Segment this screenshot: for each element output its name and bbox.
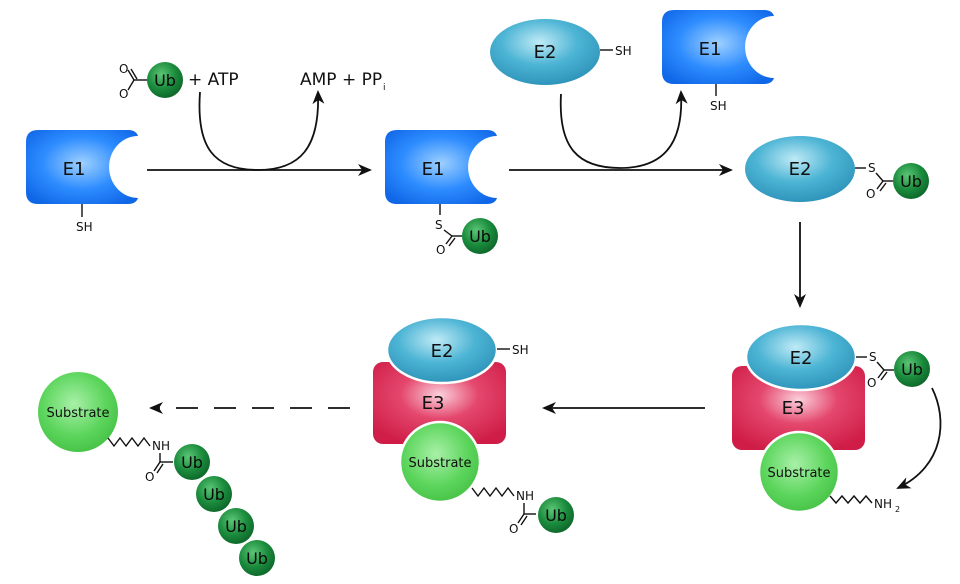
substrate-label: Substrate — [767, 466, 830, 481]
e1-label: E1 — [63, 159, 86, 180]
e3-label: E3 — [782, 398, 805, 419]
ubiquitin — [462, 218, 498, 254]
oxygen-label: O — [119, 87, 128, 101]
oxygen-label: O — [436, 243, 445, 257]
substrate-label: Substrate — [46, 406, 109, 421]
ub-label: Ub — [203, 485, 225, 504]
amp-ppi-label: AMP + PP i — [300, 70, 386, 93]
e1-ub-thioester: E1 S O Ub — [385, 130, 498, 257]
thiol-label: SH — [615, 44, 632, 58]
ubiquitin — [174, 444, 210, 480]
ubiquitin — [538, 497, 574, 533]
e2-enzyme-free: E2 SH — [490, 19, 632, 85]
oxygen-label: O — [866, 187, 875, 201]
e1-enzyme-released: E1 SH — [662, 10, 774, 113]
ubiquitin — [239, 540, 275, 576]
ub-label: Ub — [900, 172, 922, 191]
ub-label: Ub — [181, 453, 203, 472]
sulfur-label: S — [869, 350, 877, 364]
oxygen-label: O — [509, 522, 518, 536]
e1-label: E1 — [422, 159, 445, 180]
e3-ligase — [732, 366, 865, 450]
plus-atp-label: + ATP — [188, 70, 239, 90]
substrate — [398, 420, 482, 504]
e2-label: E2 — [534, 42, 557, 63]
e2-label: E2 — [431, 341, 454, 362]
e2-transfer-arrow — [559, 90, 688, 169]
polyubiquitinated-substrate: Substrate NH O Ub Ub Ub Ub — [38, 372, 275, 576]
oxygen-label: O — [145, 470, 154, 484]
substrate — [757, 430, 841, 514]
e1-enzyme-free: E1 SH — [26, 130, 138, 234]
ub-label: Ub — [225, 517, 247, 536]
ubiquitin — [147, 62, 183, 98]
substrate — [38, 372, 118, 452]
thiol-label: SH — [76, 220, 93, 234]
atp-consumption-arrow — [198, 90, 325, 171]
ubiquitin — [893, 163, 929, 199]
substrate-label: Substrate — [408, 456, 471, 471]
amine-label: NH — [874, 497, 892, 511]
sulfur-label: S — [435, 218, 443, 232]
ub-label: Ub — [246, 549, 268, 568]
ub-carboxylate: O O Ub — [119, 62, 183, 101]
ub-label: Ub — [545, 506, 567, 525]
e2-ub-thioester: E2 S O Ub — [745, 136, 929, 202]
nucleophilic-attack-arrow — [896, 387, 942, 489]
e2-label: E2 — [790, 348, 813, 369]
e3-label: E3 — [422, 393, 445, 414]
oxygen-label: O — [119, 62, 128, 76]
ubiquitin — [894, 351, 930, 387]
svg-text:2: 2 — [895, 505, 900, 514]
svg-text:i: i — [383, 83, 386, 93]
e3-e2-substrate-ub-complex: E3 E2 SH Substrate NH O Ub — [373, 315, 574, 536]
thiol-label: SH — [512, 343, 529, 357]
amide-nh-label: NH — [152, 439, 170, 453]
oxygen-label: O — [867, 376, 876, 390]
ubiquitin — [196, 476, 232, 512]
ubiquitin — [218, 508, 254, 544]
thiol-label: SH — [710, 99, 727, 113]
sulfur-label: S — [868, 161, 876, 175]
ub-label: Ub — [469, 227, 491, 246]
e3-e2-ub-substrate-complex: E3 E2 Substrate S O Ub NH 2 — [732, 322, 930, 514]
ub-label: Ub — [154, 71, 176, 90]
amide-nh-label: NH — [516, 489, 534, 503]
e1-label: E1 — [699, 39, 722, 60]
svg-text:AMP + PP: AMP + PP — [300, 70, 382, 90]
ub-label: Ub — [901, 360, 923, 379]
e2-label: E2 — [789, 159, 812, 180]
e3-ligase — [373, 362, 506, 444]
